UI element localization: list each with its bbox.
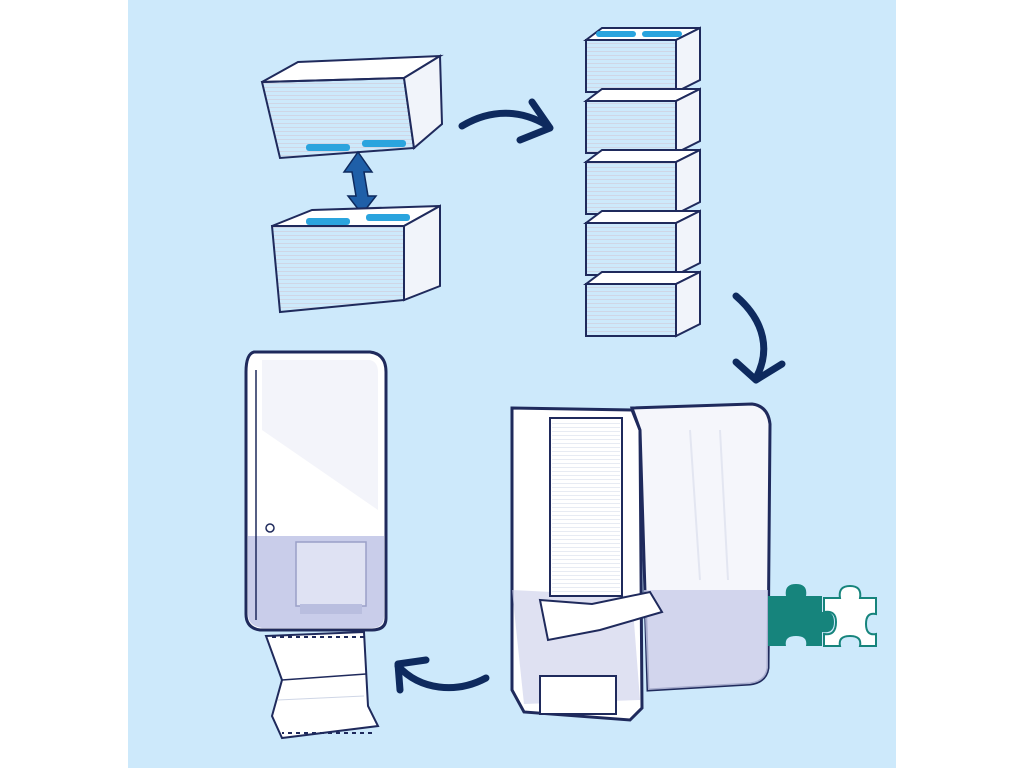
open-dispenser (512, 404, 770, 720)
glue-strip (366, 214, 410, 221)
stacked-paper-pack (586, 272, 700, 336)
glue-strip (306, 144, 350, 151)
curved-arrow-icon (462, 113, 548, 126)
glue-strip (306, 218, 350, 225)
lower-paper-pack (272, 206, 440, 312)
stacked-paper-pack (586, 211, 700, 275)
stacked-pack-column (586, 28, 700, 336)
curved-arrow-icon (398, 666, 486, 688)
puzzle-piece-icon (768, 584, 876, 646)
glue-strip (362, 140, 406, 147)
towel-dispenser-icon (246, 352, 386, 630)
upper-paper-pack (262, 56, 442, 158)
join-double-arrow-icon (344, 152, 376, 214)
glue-strip (596, 31, 636, 37)
stacked-paper-pack (586, 89, 700, 153)
dispensed-towel (266, 632, 378, 738)
stacked-paper-pack (586, 150, 700, 214)
glue-strip (642, 31, 682, 37)
stacked-paper-pack (586, 28, 700, 92)
